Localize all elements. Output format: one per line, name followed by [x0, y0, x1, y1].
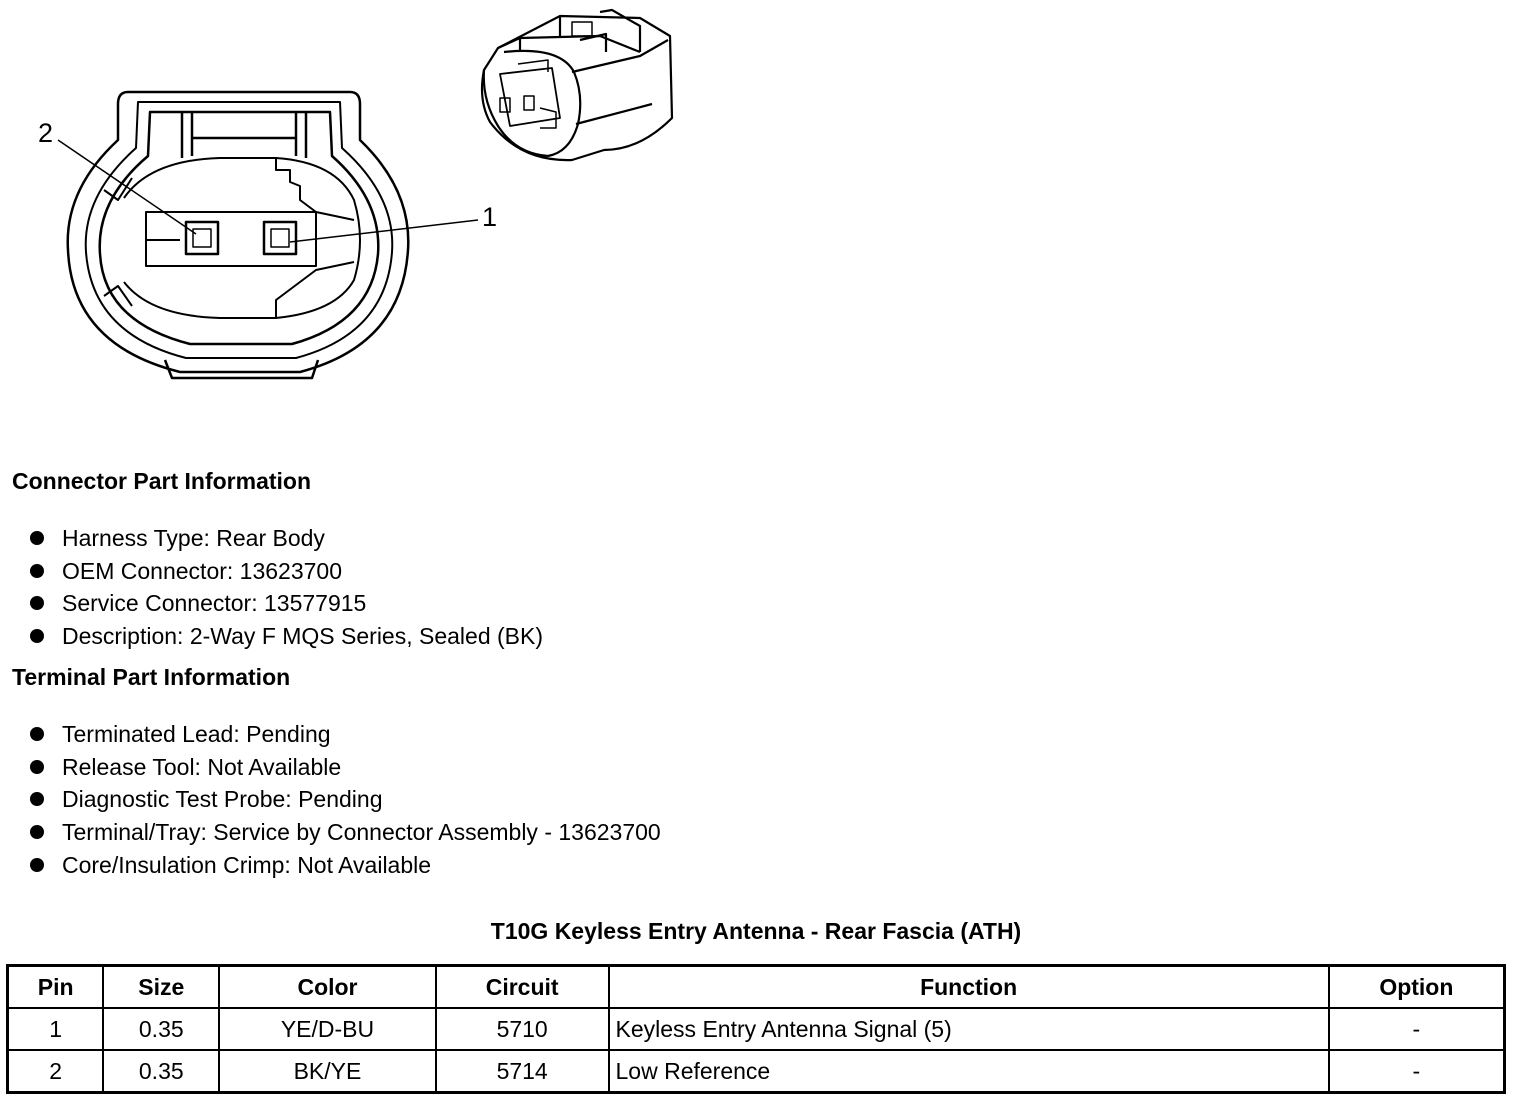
terminal-info-heading: Terminal Part Information [12, 664, 291, 690]
list-item: Terminal/Tray: Service by Connector Asse… [28, 816, 661, 849]
cell-function: Keyless Entry Antenna Signal (5) [607, 1007, 1330, 1051]
cell-function: Low Reference [607, 1049, 1330, 1094]
terminal-info-list: Terminated Lead: Pending Release Tool: N… [28, 718, 661, 881]
cell-circuit: 5710 [434, 1007, 610, 1051]
column-header-circuit: Circuit [434, 964, 610, 1009]
cell-color: YE/D-BU [218, 1007, 437, 1051]
cell-option: - [1327, 1007, 1506, 1051]
list-item: Description: 2-Way F MQS Series, Sealed … [28, 620, 543, 653]
connector-isometric-view [480, 8, 674, 162]
connector-info-list: Harness Type: Rear Body OEM Connector: 1… [28, 522, 543, 653]
cell-color: BK/YE [218, 1049, 437, 1094]
bullet-icon [30, 629, 44, 644]
column-header-size: Size [102, 964, 221, 1009]
pin-table: Pin Size Color Circuit Function Option 1… [6, 964, 1506, 1094]
list-item: Release Tool: Not Available [28, 751, 661, 784]
table-row: 1 0.35 YE/D-BU 5710 Keyless Entry Antenn… [6, 1007, 1506, 1051]
connector-outer-shell [66, 90, 410, 374]
terminal-2 [184, 220, 220, 256]
cell-pin: 2 [6, 1049, 105, 1094]
column-header-option: Option [1327, 964, 1506, 1009]
bullet-icon [30, 563, 44, 578]
table-header-row: Pin Size Color Circuit Function Option [6, 964, 1506, 1009]
column-header-color: Color [218, 964, 437, 1009]
cell-size: 0.35 [102, 1007, 221, 1051]
column-header-pin: Pin [6, 964, 105, 1009]
bullet-icon [30, 727, 44, 741]
list-item: Harness Type: Rear Body [28, 522, 543, 555]
bullet-icon [30, 792, 44, 807]
callout-leader-1 [289, 219, 479, 243]
bullet-icon [30, 759, 44, 774]
list-item: Service Connector: 13577915 [28, 587, 543, 620]
connector-diagram [57, 8, 674, 380]
callout-leader-2 [57, 139, 197, 235]
list-item: Core/Insulation Crimp: Not Available [28, 849, 661, 882]
bullet-icon [30, 596, 44, 611]
connector-info-heading: Connector Part Information [12, 468, 312, 494]
cell-circuit: 5714 [434, 1049, 610, 1094]
table-row: 2 0.35 BK/YE 5714 Low Reference - [6, 1049, 1506, 1094]
column-header-function: Function [607, 964, 1330, 1009]
bullet-icon [30, 825, 44, 840]
cell-size: 0.35 [102, 1049, 221, 1094]
terminal-cavity [123, 157, 361, 319]
list-item: Diagnostic Test Probe: Pending [28, 783, 661, 816]
pin-table-title: T10G Keyless Entry Antenna - Rear Fascia… [490, 918, 1022, 944]
callout-label-2: 2 [38, 118, 54, 148]
bullet-icon [30, 857, 44, 872]
list-item: OEM Connector: 13623700 [28, 555, 543, 588]
bullet-icon [30, 531, 44, 545]
cell-pin: 1 [6, 1007, 105, 1051]
terminal-1 [262, 220, 298, 256]
cell-option: - [1327, 1049, 1506, 1094]
callout-label-1: 1 [482, 202, 498, 232]
list-item: Terminated Lead: Pending [28, 718, 661, 751]
